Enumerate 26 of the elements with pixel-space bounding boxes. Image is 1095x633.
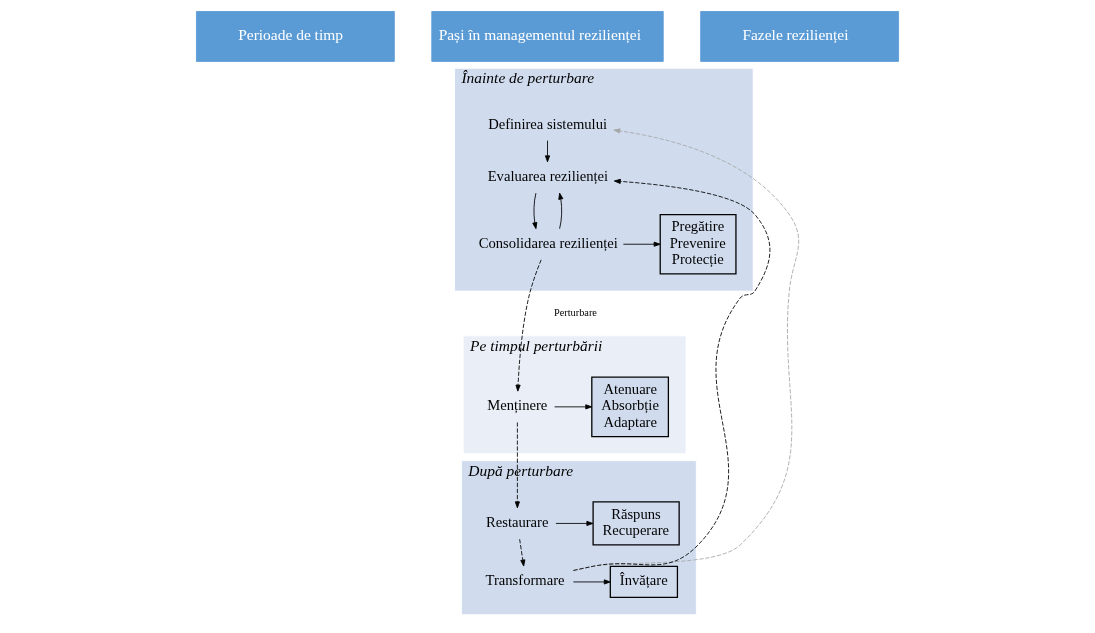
node-box: Pregătire Prevenire Protecție <box>659 213 737 275</box>
node-text: Definirea sistemului <box>488 115 607 132</box>
node-text: Restaurare <box>485 513 549 530</box>
node-box: Răspuns Recuperare <box>592 501 680 546</box>
node-text: Evaluarea rezilienței <box>487 168 609 185</box>
node-box: Fazele rezilienței <box>700 11 899 62</box>
node-text: Consolidarea rezilienței <box>478 234 618 251</box>
arrow <box>519 538 526 567</box>
arrow <box>532 192 538 230</box>
arrow <box>515 259 542 392</box>
node-text: Transformare <box>485 572 565 589</box>
arrow <box>554 404 593 410</box>
node-box: Atenuare Absorbție Adaptare <box>591 376 670 438</box>
arrow <box>514 422 520 509</box>
arrow <box>622 241 661 247</box>
arrow <box>558 192 564 230</box>
arrow <box>544 140 551 163</box>
arrow <box>572 178 771 571</box>
node-box: Perioade de timp <box>196 11 395 62</box>
arrow <box>555 520 594 526</box>
node-text: Menținere <box>487 397 548 414</box>
arrow <box>572 128 800 571</box>
label: Perturbare <box>553 307 597 319</box>
node-box: Pași în managementul rezilienței <box>431 11 664 62</box>
arrow <box>573 579 611 585</box>
node-box: Învățare <box>609 565 679 599</box>
